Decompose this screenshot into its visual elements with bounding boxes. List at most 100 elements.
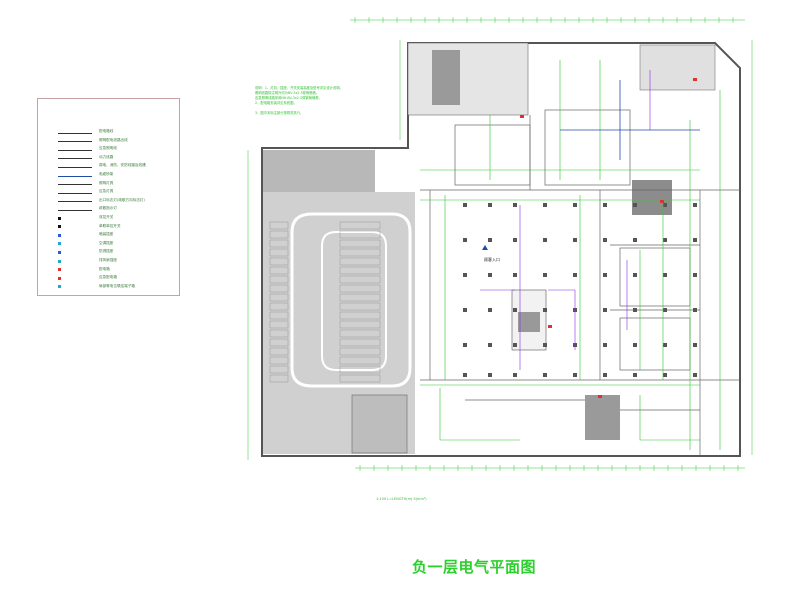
parking-stall [269,374,289,383]
line-dark-icon [58,184,92,186]
parking-stall [269,338,289,347]
column [463,308,467,312]
entrance-arrow-icon [482,245,488,250]
parking-lane-inner [321,231,387,371]
column [488,203,492,207]
legend-label: 照明配电线路出线 [99,137,128,142]
parking-stall [269,311,289,320]
column [513,273,517,277]
distribution-boxes [520,78,697,398]
column [663,343,667,347]
parking-stall [339,248,381,257]
column [543,343,547,347]
note-line: 2、配电箱安装详见系统图。 [255,101,297,105]
structural-columns [463,203,697,377]
parking-stall [269,347,289,356]
escalator-core [518,312,540,332]
legend-label: 单联单控开关 [99,223,121,228]
column [663,238,667,242]
dot-cyan-icon [58,285,61,289]
dot-blue-icon [58,250,61,254]
core-block-ne [639,44,716,91]
note-line: 说明：1、灯具、插座、开关安装高度及型号详见设计说明。 [255,86,343,90]
note-line: 照明线路除注明外均为BV-3x2.5穿管暗敷。 [255,91,320,95]
parking-stall [339,311,381,320]
line-dark-icon [58,158,92,160]
column [463,343,467,347]
wiring-lines [420,60,721,450]
column [513,203,517,207]
parking-stall [269,221,289,230]
parking-stall [339,338,381,347]
column [693,273,697,277]
dot-red-icon [58,276,61,280]
parking-stall [269,257,289,266]
column [633,238,637,242]
parking-stall [269,239,289,248]
parking-stall [339,320,381,329]
top-dimension-line [350,17,745,23]
column [663,373,667,377]
column [633,273,637,277]
legend-label: 防溅插座 [99,249,114,254]
column [543,373,547,377]
column [693,308,697,312]
parking-stall [339,356,381,365]
dot-blue-icon [58,233,61,237]
column [488,273,492,277]
column [573,238,577,242]
column [488,373,492,377]
column [633,203,637,207]
stair-core-north [407,42,529,116]
legend-label: 照明灯具 [99,180,114,185]
dot-black-icon [58,225,61,229]
column [633,308,637,312]
column [693,203,697,207]
column [573,273,577,277]
parking-stall [339,365,381,374]
column [693,373,697,377]
legend-label: 排风扇插座 [99,258,117,262]
column [603,343,607,347]
legend-label: 局部等电位联结端子箱 [99,283,135,288]
parking-stall [269,329,289,338]
entrance-label: 顾客入口 [484,257,500,262]
column [573,373,577,377]
drawing-title: 负一层电气平面图 [412,558,537,576]
column [463,373,467,377]
cable-tray [560,80,700,160]
parking-stall [269,293,289,302]
parking-stall [339,329,381,338]
legend-label: 配电箱 [99,266,110,271]
column [488,343,492,347]
stair-core-east [632,180,672,215]
parking-stall [339,347,381,356]
legend-label: 空调插座 [99,240,114,245]
parking-stall [339,230,381,239]
left-dimension-line [247,40,401,460]
note-line: 3、图中未标注部分按规范执行。 [255,111,304,115]
line-dark-icon [58,141,92,143]
dot-cyan-icon [58,242,61,246]
column [693,238,697,242]
parking-stall [339,266,381,275]
legend-panel: 配电箱线照明配电线路出线应急照明线动力线路弱电、消防、安防线路及线槽电缆桥架照明… [37,98,180,296]
column [463,238,467,242]
design-notes: 说明：1、灯具、插座、开关安装高度及型号详见设计说明。 照明线路除注明外均为BV… [255,86,405,116]
column [513,308,517,312]
line-dark-icon [58,132,92,134]
parking-stall [269,356,289,365]
dot-cyan-icon [58,259,61,263]
parking-stall [269,230,289,239]
column [543,238,547,242]
parking-stall [269,320,289,329]
stair-core-sw [351,394,408,454]
stair-hatch-north [432,50,460,105]
parking-stall [269,248,289,257]
parking-stall [339,302,381,311]
parking-stall [339,293,381,302]
parking-lane-loop [290,212,412,388]
line-blue-icon [58,175,92,177]
parking-stall [339,275,381,284]
